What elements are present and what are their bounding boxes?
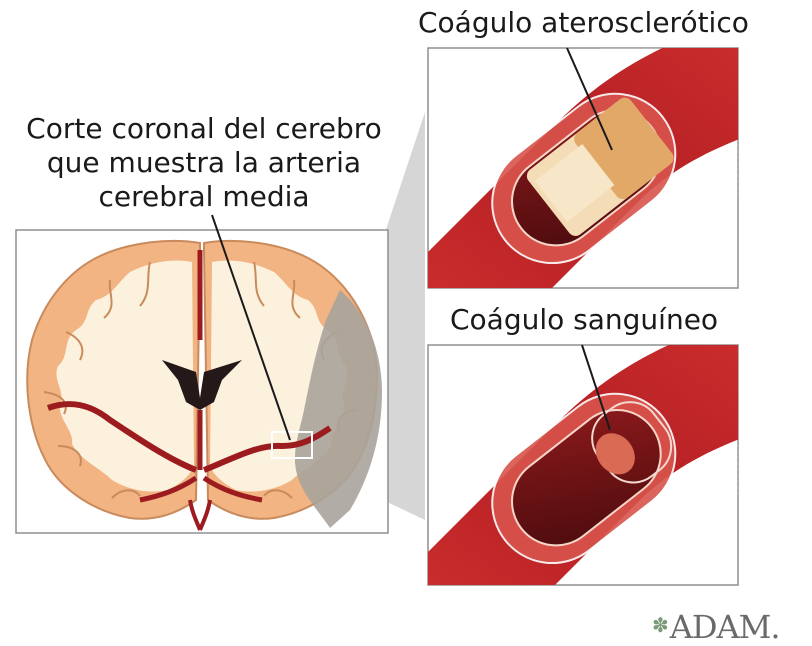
coronal-label-line-3: cerebral media	[0, 180, 408, 214]
blood-clot-panel	[380, 320, 800, 620]
atherosclerotic-panel	[380, 20, 800, 320]
adam-logo: ✽ADAM.	[652, 608, 780, 646]
atherosclerotic-clot-label: Coágulo aterosclerótico	[418, 6, 749, 40]
adam-flower-icon: ✽	[652, 613, 668, 637]
brain-panel	[16, 230, 388, 533]
adam-logo-text: ADAM.	[670, 608, 780, 646]
coronal-section-label: Corte coronal del cerebro que muestra la…	[0, 112, 408, 214]
coronal-label-line-2: que muestra la arteria	[0, 146, 408, 180]
coronal-label-line-1: Corte coronal del cerebro	[0, 112, 408, 146]
blood-clot-label: Coágulo sanguíneo	[450, 303, 718, 337]
